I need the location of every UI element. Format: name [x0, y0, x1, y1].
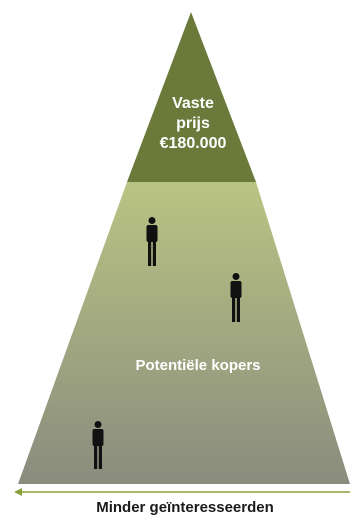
- axis-label: Minder geïnteresseerden: [96, 499, 274, 516]
- arrow-left-icon: [14, 488, 350, 496]
- person-icon: [146, 217, 158, 266]
- pyramid-apex: [127, 12, 256, 182]
- person-icon: [230, 273, 242, 322]
- apex-label-line-1: Vaste: [172, 95, 214, 112]
- body-label: Potentiële kopers: [135, 357, 261, 374]
- apex-price-label: €180.000: [159, 135, 227, 152]
- pyramid-body: [18, 182, 350, 484]
- apex-label-line-2: prijs: [176, 115, 210, 132]
- person-icon: [92, 421, 104, 469]
